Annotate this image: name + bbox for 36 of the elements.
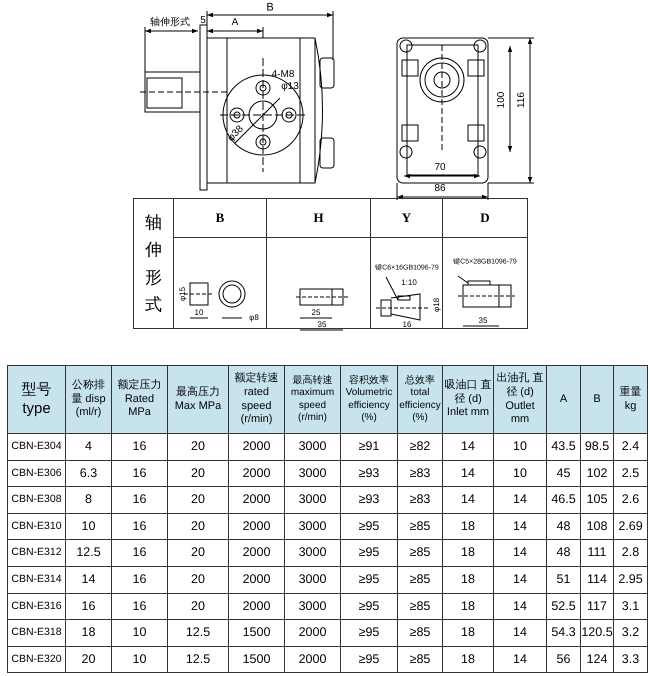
- header-cell: 吸油口 直径 (d) Inlet mm: [442, 365, 494, 434]
- dimension-label: φ18: [433, 298, 441, 312]
- dimension-label: 100: [497, 92, 507, 108]
- dimension-label: B: [266, 2, 274, 14]
- header-cell: 容积效率 Volumetric efficiency (%): [340, 365, 398, 434]
- dimension-label: 70: [434, 163, 446, 173]
- header-cell: B: [580, 365, 614, 434]
- dimension-label: 86: [434, 184, 446, 194]
- header-cell: 出油孔 直径 (d) Outlet mm: [493, 365, 547, 434]
- dimension-label: A: [232, 18, 238, 28]
- header-cell: 总效率 total efficiency (%): [397, 365, 443, 434]
- dimension-label: φ38: [226, 124, 246, 144]
- header-cell: 额定转速 rated speed (r/min): [228, 365, 285, 434]
- table-cell: 3.3: [613, 646, 648, 673]
- dimension-label: 35: [318, 321, 326, 329]
- table-cell: CBN-E320: [7, 646, 66, 673]
- dimension-label: φ15: [179, 286, 187, 302]
- header-cell: D: [442, 198, 528, 238]
- dimension-label: 116: [517, 92, 527, 108]
- header-cell: 额定压力 Rated MPa: [111, 365, 168, 434]
- header-cell: 最高压力 Max MPa: [167, 365, 229, 434]
- header-cell: 公称排量 disp (ml/r): [65, 365, 112, 434]
- dimension-label: 25: [312, 309, 320, 317]
- header-cell: A: [546, 365, 581, 434]
- dimension-label: 轴伸形式: [150, 18, 190, 28]
- dimension-label: φ8: [249, 314, 259, 322]
- dimension-label: 35: [478, 317, 488, 325]
- dimension-label: 1:10: [401, 279, 417, 287]
- header-cell: 型号 type: [7, 365, 66, 434]
- dimension-label: 16: [402, 321, 412, 329]
- header-cell: 轴伸形式: [133, 198, 174, 329]
- header-cell: 重量 kg: [613, 365, 648, 434]
- dimension-label: 4-M8: [272, 70, 294, 80]
- dimension-label: 5: [200, 16, 206, 26]
- header-cell: 最高转速 maximum speed (r/min): [284, 365, 341, 434]
- dimension-label: 10: [194, 309, 204, 317]
